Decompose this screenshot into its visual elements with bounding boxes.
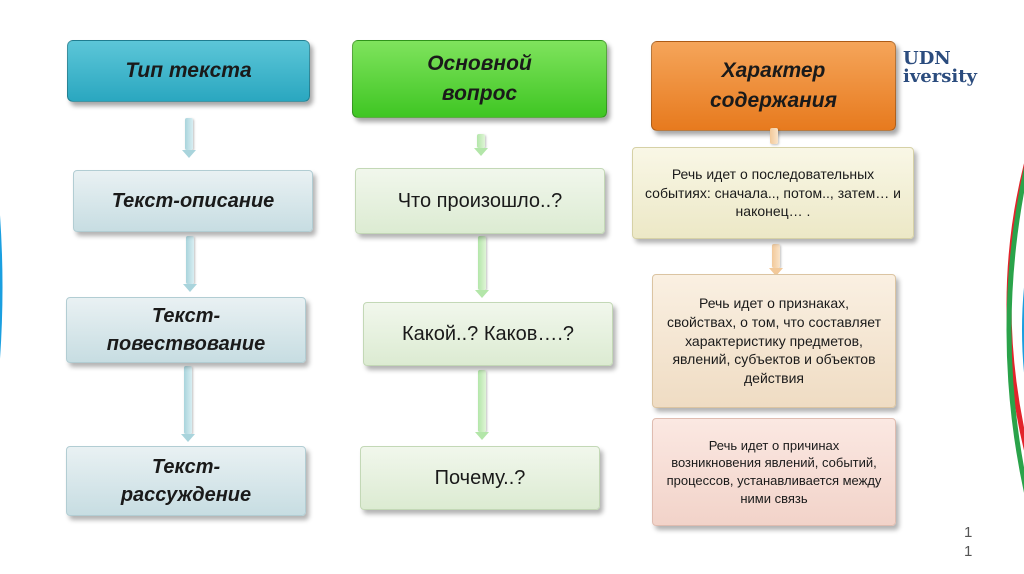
content-item-1: Речь идет о последовательных событиях: с… — [632, 147, 914, 239]
page-number: 11 — [964, 524, 976, 562]
type-item-3: Текст-рассуждение — [66, 446, 306, 516]
arrow-tip — [182, 150, 196, 158]
header-main-question: Основной вопрос — [352, 40, 607, 118]
content-item-2-text: Речь идет о признаках, свойствах, о том,… — [663, 294, 885, 388]
arrow-tip — [475, 432, 489, 440]
type-item-2-label: Текст-повествование — [85, 302, 287, 358]
type-item-1: Текст-описание — [73, 170, 313, 232]
question-item-2: Какой..? Каков….? — [363, 302, 613, 366]
arrow-tip — [475, 290, 489, 298]
header-text-type-label: Тип текста — [125, 56, 251, 86]
university-logo: UDN iversity — [903, 50, 977, 86]
arrow-tip — [183, 284, 197, 292]
arrow-connector — [477, 134, 485, 148]
arrow-connector — [478, 370, 486, 432]
arrow-connector — [478, 236, 486, 290]
arrow-connector — [772, 244, 780, 268]
question-item-2-label: Какой..? Каков….? — [402, 323, 574, 346]
question-item-1: Что произошло..? — [355, 168, 605, 234]
arrow-connector — [186, 236, 194, 284]
header-content-nature-line1: Характер — [722, 56, 826, 86]
header-main-question-line2: вопрос — [442, 79, 517, 109]
arrow-connector — [185, 118, 193, 150]
right-decor-arcs — [984, 0, 1024, 574]
content-item-3: Речь идет о причинах возникновения явлен… — [652, 418, 896, 526]
logo-line2: iversity — [903, 68, 977, 86]
header-content-nature-line2: содержания — [710, 86, 837, 116]
header-text-type: Тип текста — [67, 40, 310, 102]
type-item-3-label: Текст-рассуждение — [107, 453, 265, 509]
content-item-3-text: Речь идет о причинах возникновения явлен… — [663, 437, 885, 507]
arrow-tip — [474, 148, 488, 156]
header-content-nature: Характер содержания — [651, 41, 896, 131]
question-item-3-label: Почему..? — [435, 467, 526, 490]
header-main-question-line1: Основной — [427, 49, 532, 79]
question-item-3: Почему..? — [360, 446, 600, 510]
content-item-1-text: Речь идет о последовательных событиях: с… — [643, 165, 903, 222]
question-item-1-label: Что произошло..? — [398, 190, 563, 213]
type-item-1-label: Текст-описание — [112, 187, 275, 215]
arrow-tip — [181, 434, 195, 442]
content-item-2: Речь идет о признаках, свойствах, о том,… — [652, 274, 896, 408]
arrow-connector — [770, 128, 778, 144]
arrow-connector — [184, 366, 192, 434]
left-decor-arcs — [0, 0, 40, 574]
type-item-2: Текст-повествование — [66, 297, 306, 363]
